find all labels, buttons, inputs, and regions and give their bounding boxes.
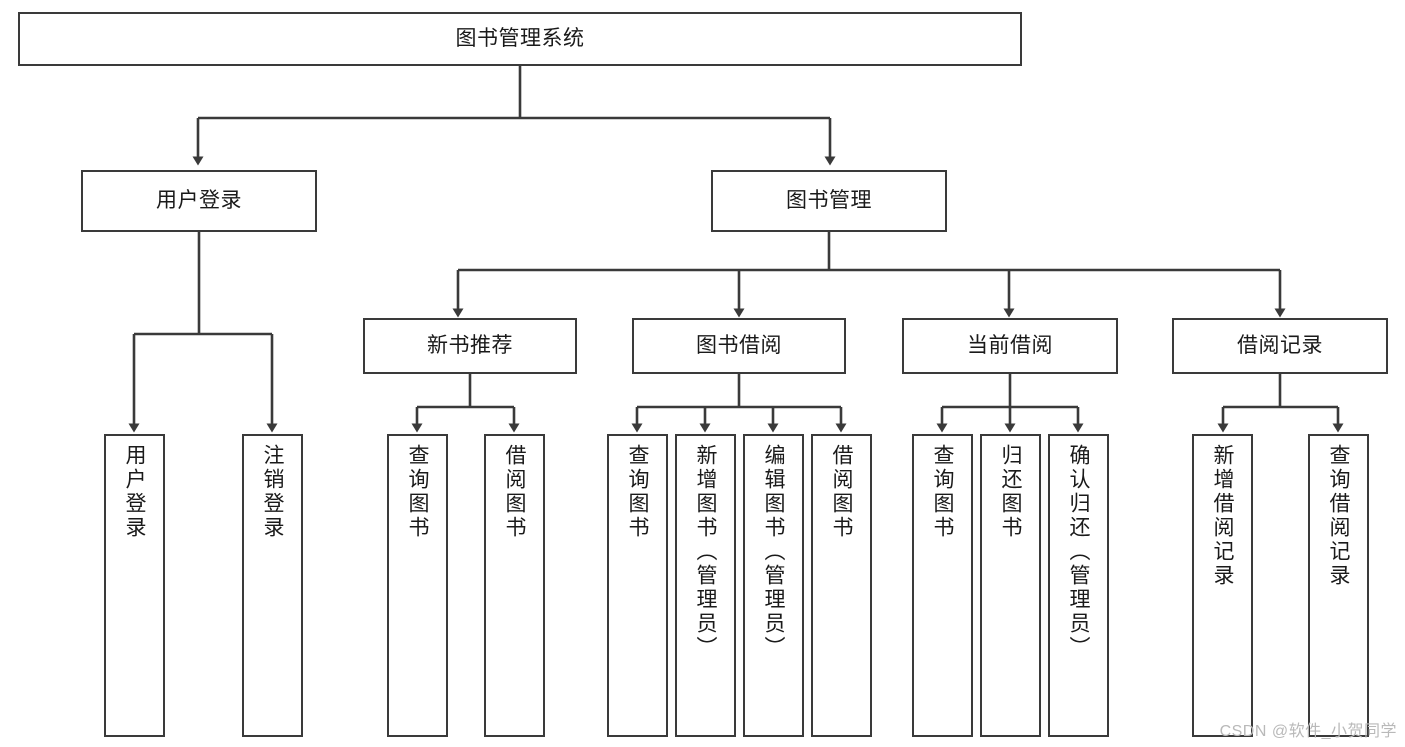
node-book-borrow-label: 图书借阅 [696, 333, 782, 357]
node-borrow-record[interactable]: 借阅记录 [1172, 318, 1388, 374]
node-user-login-label: 用户登录 [156, 188, 242, 212]
node-leaf-return-book-label: 归还图书 [999, 444, 1022, 540]
node-leaf-borrow-book-2[interactable]: 借阅图书 [811, 434, 872, 737]
node-leaf-confirm-return-label: 确认归还（管理员） [1067, 444, 1090, 660]
node-borrow-record-label: 借阅记录 [1237, 333, 1323, 357]
node-leaf-borrow-book-2-label: 借阅图书 [830, 444, 853, 540]
node-leaf-add-record-label: 新增借阅记录 [1211, 444, 1234, 588]
node-leaf-user-login[interactable]: 用户登录 [104, 434, 165, 737]
node-leaf-query-book-1-label: 查询图书 [406, 444, 429, 540]
node-book-manage[interactable]: 图书管理 [711, 170, 947, 232]
node-book-borrow[interactable]: 图书借阅 [632, 318, 846, 374]
node-leaf-query-book-3[interactable]: 查询图书 [912, 434, 973, 737]
node-leaf-logout-label: 注销登录 [261, 444, 284, 540]
node-new-book-rec-label: 新书推荐 [427, 333, 513, 357]
node-leaf-query-record[interactable]: 查询借阅记录 [1308, 434, 1369, 737]
node-leaf-borrow-book-1-label: 借阅图书 [503, 444, 526, 540]
node-leaf-borrow-book-1[interactable]: 借阅图书 [484, 434, 545, 737]
node-leaf-query-book-2[interactable]: 查询图书 [607, 434, 668, 737]
node-user-login[interactable]: 用户登录 [81, 170, 317, 232]
node-leaf-confirm-return[interactable]: 确认归还（管理员） [1048, 434, 1109, 737]
node-leaf-add-book-label: 新增图书（管理员） [694, 444, 717, 660]
node-leaf-add-book[interactable]: 新增图书（管理员） [675, 434, 736, 737]
node-leaf-query-record-label: 查询借阅记录 [1327, 444, 1350, 588]
node-new-book-rec[interactable]: 新书推荐 [363, 318, 577, 374]
node-root[interactable]: 图书管理系统 [18, 12, 1022, 66]
node-leaf-query-book-3-label: 查询图书 [931, 444, 954, 540]
node-leaf-add-record[interactable]: 新增借阅记录 [1192, 434, 1253, 737]
node-book-manage-label: 图书管理 [786, 188, 872, 212]
node-leaf-return-book[interactable]: 归还图书 [980, 434, 1041, 737]
node-leaf-edit-book-label: 编辑图书（管理员） [762, 444, 785, 660]
node-current-borrow[interactable]: 当前借阅 [902, 318, 1118, 374]
node-root-label: 图书管理系统 [455, 26, 585, 50]
node-leaf-edit-book[interactable]: 编辑图书（管理员） [743, 434, 804, 737]
node-leaf-query-book-2-label: 查询图书 [626, 444, 649, 540]
node-leaf-logout[interactable]: 注销登录 [242, 434, 303, 737]
node-current-borrow-label: 当前借阅 [967, 333, 1053, 357]
csdn-watermark: CSDN @软件_小贺同学 [1219, 723, 1397, 740]
node-leaf-query-book-1[interactable]: 查询图书 [387, 434, 448, 737]
node-leaf-user-login-label: 用户登录 [123, 444, 146, 540]
